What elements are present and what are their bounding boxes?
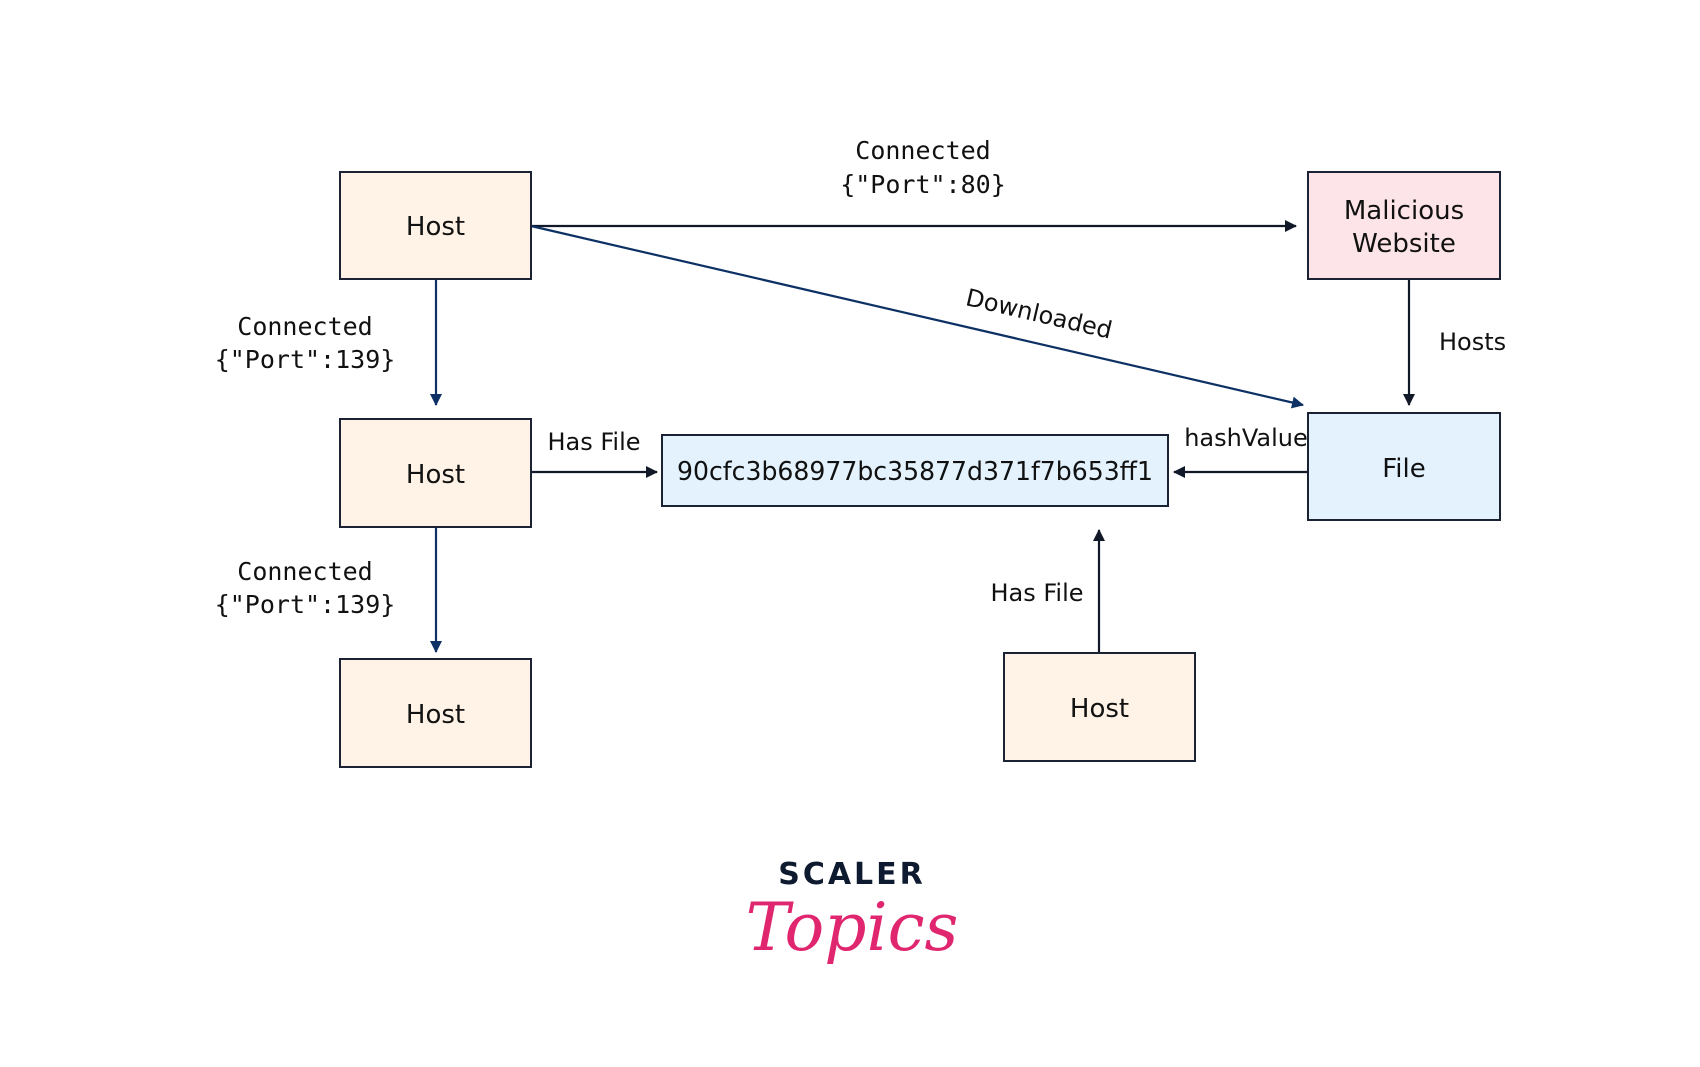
edge-host-downloaded-file [530, 224, 1304, 409]
node-label-line2: Website [1352, 229, 1456, 259]
edge-label-has-file: Has File [547, 428, 640, 456]
edge-label-hash-value: hashValue [1184, 424, 1308, 452]
edge-label-downloaded: Downloaded [963, 283, 1115, 344]
logo-scaler-text: SCALER [778, 857, 926, 892]
edge-label-connected: Connected [855, 136, 990, 165]
node-host-right: Host [1003, 652, 1196, 762]
edge-label-connected: Connected [237, 557, 372, 586]
edge-label-has-file: Has File [990, 579, 1083, 607]
node-malicious-website: Malicious Website [1307, 171, 1501, 280]
node-label: Host [406, 700, 465, 730]
node-label: Host [406, 212, 465, 242]
edge-label-connected: Connected [237, 312, 372, 341]
logo-topics-text: Topics [746, 889, 959, 966]
edge-label-port: {"Port":139} [215, 590, 396, 619]
node-label-line1: Malicious [1344, 196, 1464, 226]
scaler-topics-logo: SCALER Topics [746, 857, 959, 966]
hash-value-text: 90cfc3b68977bc35877d371f7b653ff1 [677, 457, 1153, 487]
node-label: Host [406, 460, 465, 490]
node-label: Host [1070, 694, 1129, 724]
edge-label-hosts: Hosts [1439, 328, 1506, 356]
edge-label-port: {"Port":139} [215, 345, 396, 374]
node-label: File [1382, 454, 1426, 484]
node-host-bottom: Host [339, 658, 532, 768]
node-file: File [1307, 412, 1501, 521]
node-host-top: Host [339, 171, 532, 280]
edge-label-port: {"Port":80} [840, 170, 1006, 199]
node-hash: 90cfc3b68977bc35877d371f7b653ff1 [661, 434, 1169, 507]
node-host-mid: Host [339, 418, 532, 528]
